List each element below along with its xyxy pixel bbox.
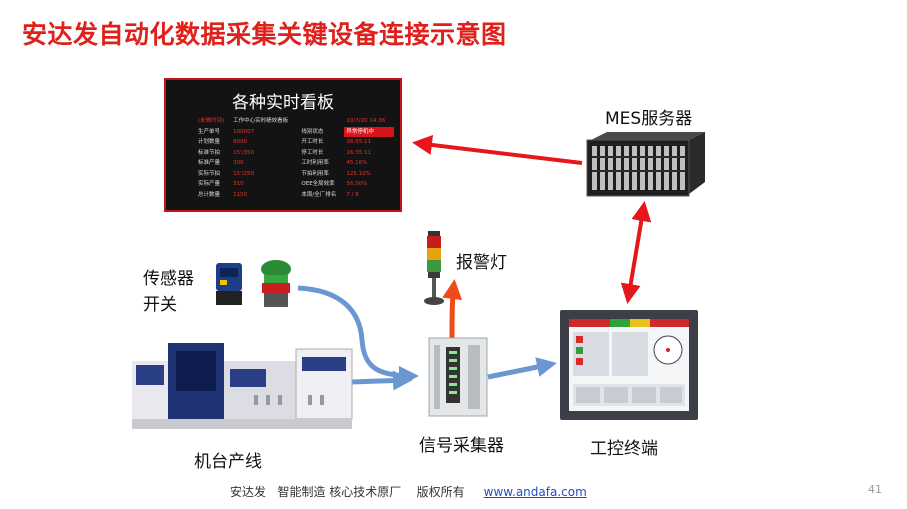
server-icon: [586, 132, 705, 197]
arrow-mes-terminal: [620, 201, 652, 304]
board-row: 实际节拍 15'/250 节拍利用率 125.10%: [196, 169, 394, 180]
board-cell: 10/7/20 14:36: [346, 118, 386, 124]
sensor-label: 传感器: [143, 269, 194, 289]
board-cell: 总计数量: [198, 191, 221, 198]
machine-line-label: 机台产线: [194, 452, 262, 472]
footer-company: 安达发: [230, 485, 267, 499]
board-cell: OEE全局效率: [301, 181, 335, 187]
board-cell: 计划数量: [198, 139, 221, 145]
machine-line-icon: [132, 343, 353, 429]
board-cell: 生产单号: [198, 128, 221, 135]
board-row: 生产单号 100007 线别状态 异常停机中: [196, 126, 394, 137]
switch-label: 开关: [143, 295, 177, 315]
board-cell: 标准产量: [198, 160, 221, 166]
board-cell: (未做时间): [198, 118, 225, 124]
mes-server-label: MES服务器: [605, 109, 693, 129]
board-cell: 8000: [233, 139, 248, 145]
board-row: 标准产量 300 工时利用率 45.16%: [196, 158, 394, 169]
board-cell: 实际产量: [198, 181, 221, 187]
signal-collector-icon: [428, 337, 488, 417]
board-cell: 300: [233, 160, 244, 166]
arrow-collector-to-alarm: [442, 279, 463, 339]
board-cell: 实际节拍: [198, 170, 221, 177]
board-cell: 本周/全厂排名: [301, 191, 337, 198]
board-cell: 15'/250: [233, 170, 254, 177]
board-cell: 45.16%: [346, 160, 368, 166]
footer-website-link[interactable]: www.andafa.com: [483, 485, 587, 499]
alarm-light-label: 报警灯: [456, 253, 507, 273]
board-row: 实际产量 310 OEE全局效率 56.50%: [196, 179, 394, 190]
board-row: (未做时间) 工作中心实时绩效看板 10/7/20 14:36: [196, 116, 394, 127]
board-cell: 125.10%: [346, 170, 371, 177]
board-cell: 100007: [233, 128, 255, 135]
arrow-collector-to-terminal: [487, 357, 557, 380]
board-cell-status: 异常停机中: [344, 126, 394, 137]
board-cell: 工作中心实时绩效看板: [233, 118, 289, 124]
board-cell: [299, 116, 344, 127]
sensor-switch-icon: [216, 260, 291, 307]
industrial-terminal-icon: [560, 310, 698, 420]
board-cell: 开工时长: [301, 139, 324, 145]
board-row: 总计数量 1150 本周/全厂排名 7 / 8: [196, 190, 394, 201]
signal-collector-label: 信号采集器: [419, 436, 504, 456]
footer-rights: 版权所有: [416, 485, 465, 499]
board-cell: 7 / 8: [346, 191, 359, 198]
board-row: 计划数量 8000 开工时长 26:55:11: [196, 137, 394, 148]
board-cell: 26:55:11: [346, 139, 372, 145]
arrow-machine-to-collector: [351, 370, 413, 391]
board-title: 各种实时看板: [232, 93, 334, 113]
board-cell: 节拍利用率: [301, 170, 329, 177]
board-cell: 310: [233, 181, 244, 187]
board-cell: 1150: [233, 191, 248, 198]
industrial-terminal-label: 工控终端: [590, 439, 658, 459]
arrow-sensor-to-collector: [297, 285, 419, 386]
board-table: (未做时间) 工作中心实时绩效看板 10/7/20 14:36 生产单号 100…: [196, 116, 394, 200]
realtime-board: 各种实时看板 (未做时间) 工作中心实时绩效看板 10/7/20 14:36 生…: [164, 78, 402, 212]
footer-slogan: 智能制造 核心技术原厂: [277, 485, 402, 499]
page-number: 41: [868, 483, 882, 496]
page-title: 安达发自动化数据采集关键设备连接示意图: [22, 20, 507, 49]
board-cell: 标准节拍: [198, 149, 221, 156]
board-cell: 16:35:11: [346, 149, 372, 156]
board-cell: 15'/350: [233, 149, 254, 156]
board-cell: 线别状态: [301, 128, 324, 135]
alarm-light-icon: [424, 231, 444, 305]
footer: 安达发 智能制造 核心技术原厂 版权所有 www.andafa.com: [230, 483, 587, 500]
arrow-mes-to-board: [412, 134, 583, 165]
board-cell: 停工时长: [301, 149, 324, 156]
board-row: 标准节拍 15'/350 停工时长 16:35:11: [196, 148, 394, 159]
board-cell: 56.50%: [346, 181, 368, 187]
board-cell: 工时利用率: [301, 160, 329, 166]
